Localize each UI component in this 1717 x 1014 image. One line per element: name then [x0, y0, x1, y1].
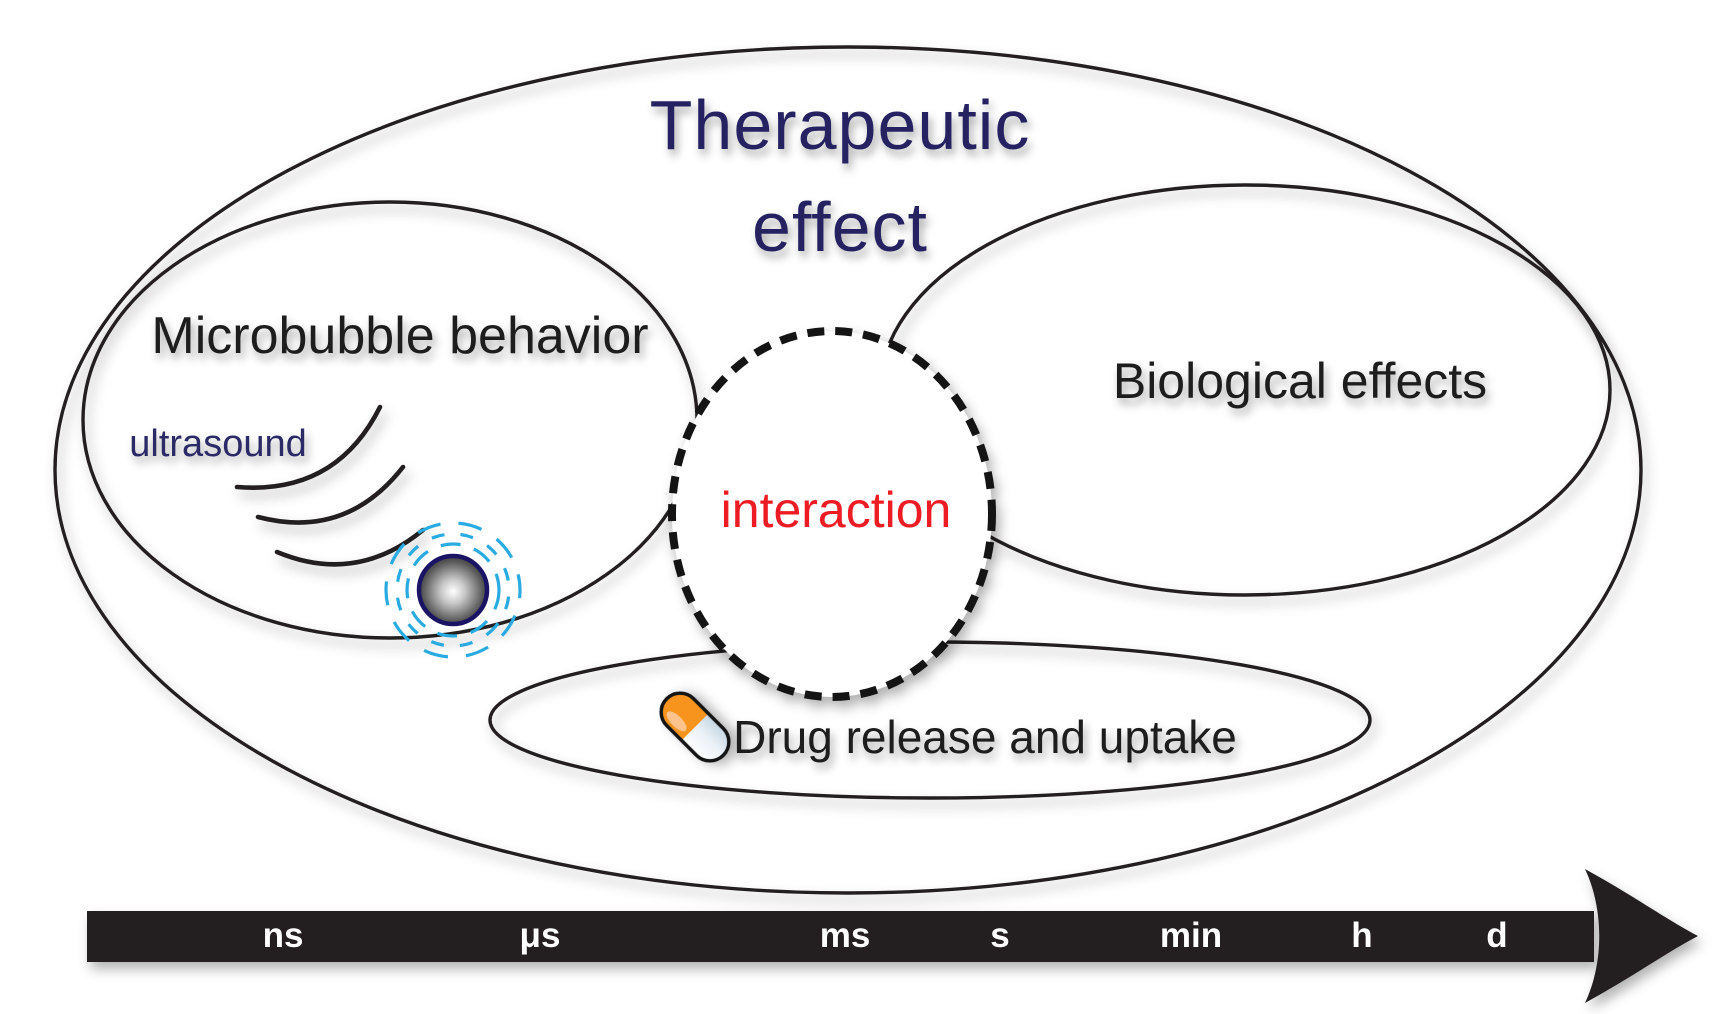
- microbubble-icon: [384, 521, 522, 659]
- timeline-label-d: d: [1486, 916, 1508, 955]
- title-line-2: effect: [752, 188, 928, 266]
- pill-highlight: [666, 711, 687, 732]
- ultrasound-label: ultrasound: [129, 423, 307, 465]
- timeline-label-s: s: [990, 916, 1010, 955]
- microbubble-behavior-ellipse: [81, 200, 699, 640]
- biological-effects-label: Biological effects: [1112, 353, 1488, 409]
- pill-icon: [659, 691, 731, 763]
- pill-orange-half: [659, 691, 709, 741]
- bubble-sphere: [416, 553, 490, 627]
- ultrasound-waves-icon: [234, 404, 426, 567]
- timeline-label-us: μs: [519, 916, 561, 955]
- pill-outline: [659, 691, 731, 763]
- bubble-ripple-middle: [395, 532, 511, 648]
- interaction-label: interaction: [720, 482, 952, 538]
- wave-arc-3: [274, 527, 426, 567]
- drug-release-label: Drug release and uptake: [733, 711, 1237, 763]
- wave-arc-2: [255, 464, 406, 525]
- timeline-label-h: h: [1351, 916, 1373, 955]
- microbubble-behavior-label: Microbubble behavior: [151, 307, 649, 365]
- wave-arc-1: [234, 404, 383, 490]
- timeline-arrow-icon: [87, 869, 1698, 1003]
- timeline-label-min: min: [1159, 916, 1223, 955]
- bubble-ripple-inner: [405, 542, 501, 638]
- therapeutic-effect-ellipse: [53, 45, 1643, 895]
- timeline-arrowhead: [1585, 869, 1698, 1003]
- title-line-1: Therapeutic: [649, 86, 1031, 164]
- timeline-bar: [87, 911, 1594, 962]
- bubble-ripple-outer: [384, 521, 522, 659]
- timeline-label-ms: ms: [819, 916, 871, 955]
- diagram-title: Therapeutic effect: [650, 74, 1031, 278]
- timeline-label-ns: ns: [262, 916, 304, 955]
- interaction-circle: [668, 327, 996, 701]
